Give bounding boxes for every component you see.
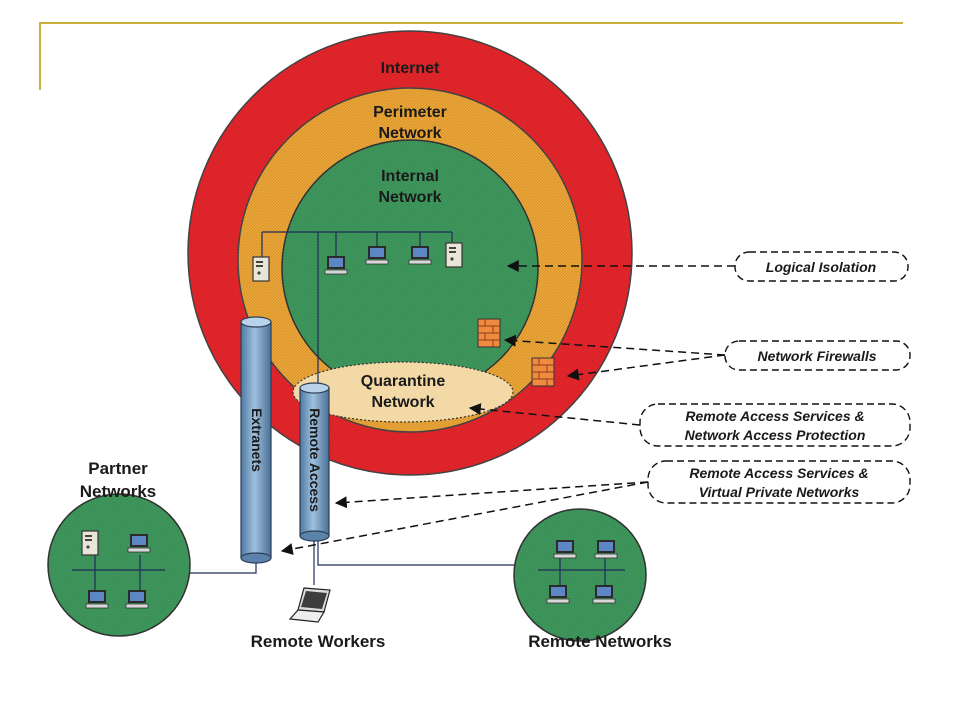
computer-icon bbox=[365, 245, 389, 265]
slide-frame-top-rule bbox=[40, 22, 903, 24]
logical-isolation-text: Logical Isolation bbox=[766, 259, 876, 275]
internet-label: Internet bbox=[381, 60, 440, 77]
ras-nap-callout: Remote Access Services & Network Access … bbox=[639, 403, 911, 447]
internal-network-bus bbox=[261, 231, 530, 566]
partner-networks-label-line1: Partner bbox=[88, 459, 148, 478]
quarantine-label-line1: Quarantine bbox=[361, 373, 446, 390]
extranets-pipe bbox=[240, 316, 272, 564]
remote-networks-cluster bbox=[513, 508, 647, 642]
perimeter-label-line2: Network bbox=[378, 125, 441, 142]
firewall-icon bbox=[531, 357, 555, 387]
callout-arrows bbox=[280, 260, 735, 555]
perimeter-label-line1: Perimeter bbox=[373, 104, 447, 121]
remote-networks-label: Remote Networks bbox=[528, 632, 672, 651]
computer-icon bbox=[553, 539, 577, 559]
laptop-icon bbox=[288, 587, 331, 623]
ras-vpn-callout: Remote Access Services & Virtual Private… bbox=[647, 460, 911, 504]
network-firewalls-text: Network Firewalls bbox=[757, 348, 876, 364]
server-icon bbox=[252, 256, 270, 282]
computer-icon bbox=[592, 584, 616, 604]
computer-icon bbox=[85, 589, 109, 609]
computer-icon bbox=[408, 245, 432, 265]
server-icon bbox=[445, 242, 463, 268]
partner-networks-cluster bbox=[47, 493, 191, 637]
quarantine-network-zone bbox=[292, 361, 514, 423]
computer-icon bbox=[546, 584, 570, 604]
firewall-icon bbox=[477, 318, 501, 348]
quarantine-label-line2: Network bbox=[371, 394, 434, 411]
remote-access-label: Remote Access bbox=[307, 408, 323, 512]
ras-vpn-text-line1: Remote Access Services & bbox=[689, 465, 868, 481]
internal-label-line2: Network bbox=[378, 189, 441, 206]
computer-icon bbox=[127, 533, 151, 553]
computer-icon bbox=[594, 539, 618, 559]
remote-access-pipe bbox=[299, 382, 330, 542]
remote-workers-label: Remote Workers bbox=[251, 632, 386, 651]
partner-networks-label-line2: Networks bbox=[80, 482, 157, 501]
extranets-label: Extranets bbox=[249, 408, 265, 472]
slide-frame-left-rule bbox=[39, 22, 41, 90]
ras-vpn-text-line2: Virtual Private Networks bbox=[699, 484, 860, 500]
ras-nap-text-line1: Remote Access Services & bbox=[685, 408, 864, 424]
server-icon bbox=[81, 530, 99, 556]
logical-isolation-callout: Logical Isolation bbox=[734, 251, 909, 282]
ras-nap-text-line2: Network Access Protection bbox=[685, 427, 866, 443]
internal-label-line1: Internal bbox=[381, 168, 439, 185]
computer-icon bbox=[324, 255, 348, 275]
internal-network-zone bbox=[281, 139, 539, 397]
computer-icon bbox=[125, 589, 149, 609]
network-firewalls-callout: Network Firewalls bbox=[724, 340, 911, 371]
